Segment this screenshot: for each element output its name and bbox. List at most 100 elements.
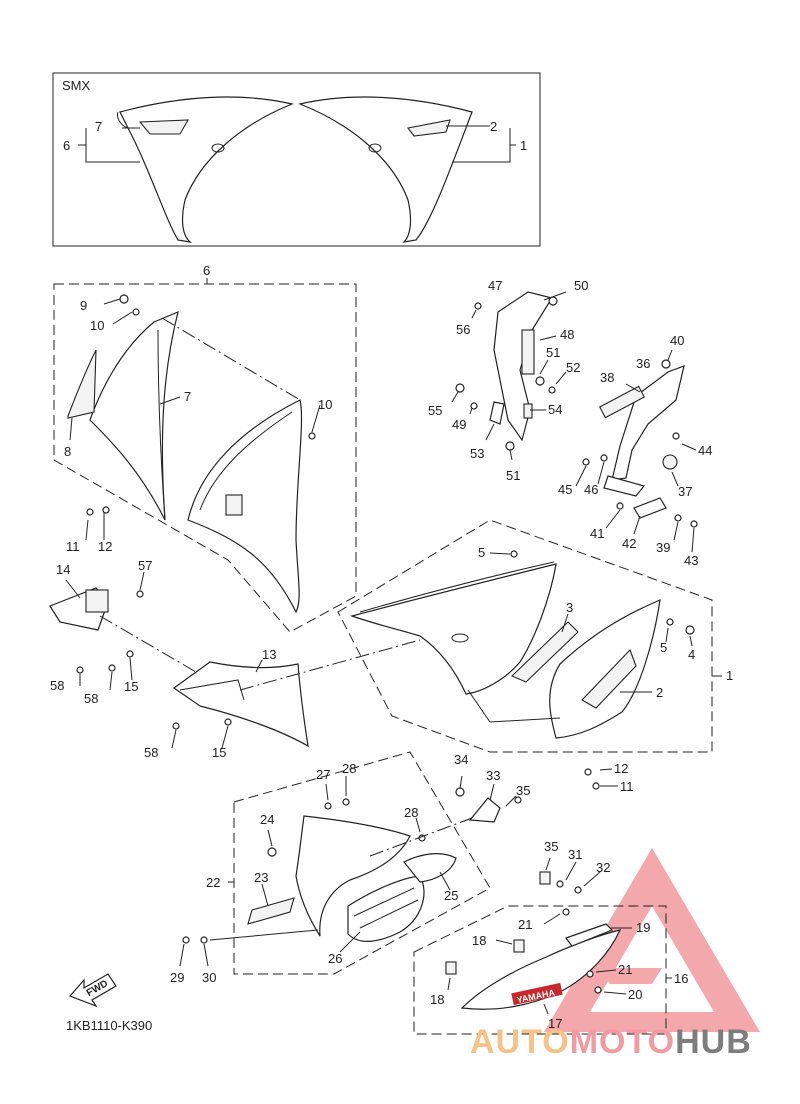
decal-3 bbox=[511, 621, 579, 683]
callout-2-inset: 2 bbox=[490, 119, 497, 134]
callout-22: 22 bbox=[206, 875, 220, 890]
pad-48 bbox=[521, 329, 535, 375]
callout-53: 53 bbox=[470, 446, 484, 461]
callout-35a: 35 bbox=[516, 783, 530, 798]
callout-58b: 58 bbox=[84, 691, 98, 706]
side-panel-2 bbox=[549, 599, 661, 739]
side-decal-2 bbox=[581, 648, 637, 709]
callout-2: 2 bbox=[656, 685, 663, 700]
smx-right-decal bbox=[407, 119, 451, 137]
callout-4: 4 bbox=[688, 647, 695, 662]
callout-6-inset: 6 bbox=[63, 138, 70, 153]
callout-31: 31 bbox=[568, 847, 582, 862]
pad-38 bbox=[599, 385, 645, 419]
under-panel-26 bbox=[347, 875, 425, 942]
callout-58c: 58 bbox=[144, 745, 158, 760]
stay-33 bbox=[468, 797, 501, 823]
watermark-logo bbox=[544, 848, 760, 1032]
callout-24: 24 bbox=[260, 812, 274, 827]
callout-7: 7 bbox=[184, 389, 191, 404]
callout-15b: 15 bbox=[212, 745, 226, 760]
callout-12b: 12 bbox=[614, 761, 628, 776]
callout-21b: 21 bbox=[618, 962, 632, 977]
callout-47: 47 bbox=[488, 278, 502, 293]
callout-46: 46 bbox=[584, 482, 598, 497]
callout-14: 14 bbox=[56, 562, 70, 577]
watermark-text: AUTOMOTOHUB bbox=[470, 1023, 752, 1062]
sheet-23 bbox=[247, 897, 295, 925]
callout-33: 33 bbox=[486, 768, 500, 783]
callout-10b: 10 bbox=[318, 397, 332, 412]
callout-10a: 10 bbox=[90, 318, 104, 333]
callout-52: 52 bbox=[566, 360, 580, 375]
watermark-part-3: HUB bbox=[675, 1023, 752, 1061]
callout-23: 23 bbox=[254, 870, 268, 885]
clip-46 bbox=[603, 475, 646, 497]
lower-inner-panel bbox=[295, 815, 411, 937]
callout-13: 13 bbox=[262, 647, 276, 662]
callout-35b: 35 bbox=[544, 839, 558, 854]
clip-53 bbox=[489, 401, 505, 425]
callout-50: 50 bbox=[574, 278, 588, 293]
trim-19 bbox=[565, 923, 614, 947]
callout-51b: 51 bbox=[506, 468, 520, 483]
callout-28a: 28 bbox=[342, 761, 356, 776]
callout-48: 48 bbox=[560, 327, 574, 342]
callout-45: 45 bbox=[558, 482, 572, 497]
callout-7-inset: 7 bbox=[95, 119, 102, 134]
callout-11b: 11 bbox=[620, 779, 634, 794]
lower-cowl-group bbox=[179, 751, 522, 975]
callout-44: 44 bbox=[698, 443, 712, 458]
side-decal-8 bbox=[67, 349, 97, 419]
callout-43: 43 bbox=[684, 553, 698, 568]
callout-49: 49 bbox=[452, 417, 466, 432]
callout-1: 1 bbox=[726, 668, 733, 683]
smx-inset bbox=[52, 72, 541, 247]
callout-27: 27 bbox=[316, 767, 330, 782]
watermark-part-1: AUTO bbox=[470, 1023, 570, 1061]
under-cowl-17 bbox=[460, 929, 622, 1010]
left-cowl-group bbox=[53, 278, 357, 633]
watermark-part-2: MOTO bbox=[569, 1023, 676, 1061]
catalog-code: 1KB1110-K390 bbox=[66, 1018, 153, 1033]
callout-1-inset: 1 bbox=[520, 138, 527, 153]
callout-57: 57 bbox=[138, 558, 152, 573]
bracket-42 bbox=[633, 497, 667, 519]
callout-26: 26 bbox=[328, 951, 342, 966]
callout-37: 37 bbox=[678, 484, 692, 499]
callout-39: 39 bbox=[656, 540, 670, 555]
inset-label: SMX bbox=[62, 78, 91, 93]
callout-55: 55 bbox=[428, 403, 442, 418]
callout-41: 41 bbox=[590, 526, 604, 541]
callout-38: 38 bbox=[600, 370, 614, 385]
left-inner-cowl bbox=[187, 399, 303, 614]
inner-panel-group bbox=[49, 571, 421, 749]
right-cowl-group bbox=[337, 519, 722, 790]
callout-28b: 28 bbox=[404, 805, 418, 820]
callout-34: 34 bbox=[454, 752, 468, 767]
callout-19: 19 bbox=[636, 920, 650, 935]
callout-40: 40 bbox=[670, 333, 684, 348]
callout-56: 56 bbox=[456, 322, 470, 337]
callout-42: 42 bbox=[622, 536, 636, 551]
callout-8: 8 bbox=[64, 444, 71, 459]
callout-29: 29 bbox=[170, 970, 184, 985]
callout-18b: 18 bbox=[430, 992, 444, 1007]
callout-16: 16 bbox=[674, 971, 688, 986]
smx-right-cowl bbox=[297, 96, 473, 243]
left-side-cowl bbox=[89, 310, 179, 521]
stay-36 bbox=[611, 365, 685, 481]
callout-21a: 21 bbox=[518, 917, 532, 932]
callout-25: 25 bbox=[444, 888, 458, 903]
inner-panel-13 bbox=[172, 661, 309, 748]
callout-6: 6 bbox=[203, 263, 210, 278]
callout-11a: 11 bbox=[66, 539, 80, 554]
smx-left-decal bbox=[138, 119, 189, 135]
callout-20: 20 bbox=[628, 987, 642, 1002]
callout-58a: 58 bbox=[50, 678, 64, 693]
under-cowl-group: YAMAHA bbox=[413, 857, 672, 1035]
callout-51a: 51 bbox=[546, 345, 560, 360]
callout-3: 3 bbox=[566, 600, 573, 615]
decal-yamaha bbox=[511, 982, 563, 1006]
smx-left-cowl bbox=[119, 96, 294, 243]
